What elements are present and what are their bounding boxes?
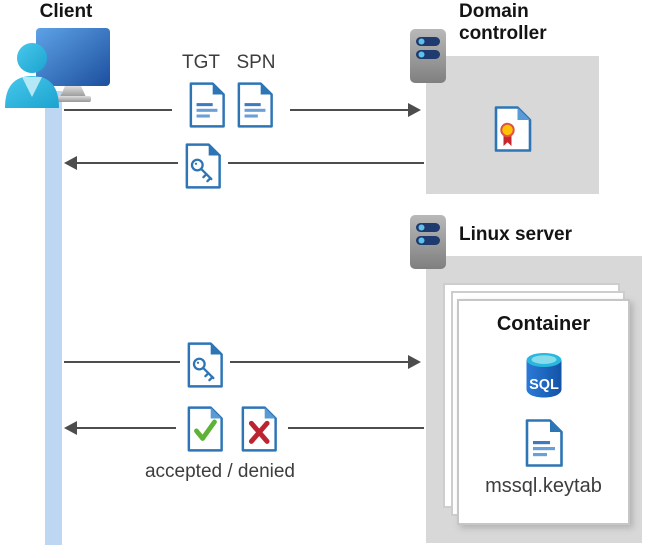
server-icon (410, 29, 446, 83)
document-icon (189, 82, 225, 128)
domain-controller-label: Domain controller (459, 1, 547, 44)
sql-badge-text: SQL (529, 377, 559, 393)
arrowhead-left-icon (64, 156, 77, 170)
keytab-filename: mssql.keytab (485, 475, 602, 497)
result-label: accepted / denied (144, 461, 295, 482)
arrowhead-left-icon (64, 421, 77, 435)
key-document-tile (178, 140, 228, 192)
linux-server-label: Linux server (459, 224, 572, 245)
check-document-icon (187, 406, 223, 452)
sql-database-icon: SQL (526, 353, 562, 398)
result-documents-tile (176, 403, 288, 455)
ticket-documents-tile (172, 79, 290, 131)
arrowhead-right-icon (408, 355, 421, 369)
spn-label: SPN (236, 52, 276, 73)
arrow-dc-to-client (77, 162, 424, 164)
key-document-icon (185, 143, 221, 189)
arrowhead-right-icon (408, 103, 421, 117)
client-user-monitor-icon (5, 28, 110, 108)
arrow-client-to-container (64, 361, 409, 363)
x-document-icon (241, 406, 277, 452)
certificate-document-icon (494, 106, 532, 152)
container-label: Container (496, 313, 591, 335)
keytab-document-icon (525, 419, 563, 467)
client-label: Client (39, 1, 93, 22)
key-document-tile (180, 339, 230, 391)
client-lifeline (45, 91, 62, 545)
tgt-label: TGT (182, 52, 220, 73)
container-paper: Container SQL mssql.keytab (457, 299, 630, 525)
server-icon (410, 215, 446, 269)
document-icon (237, 82, 273, 128)
key-document-icon (187, 342, 223, 388)
